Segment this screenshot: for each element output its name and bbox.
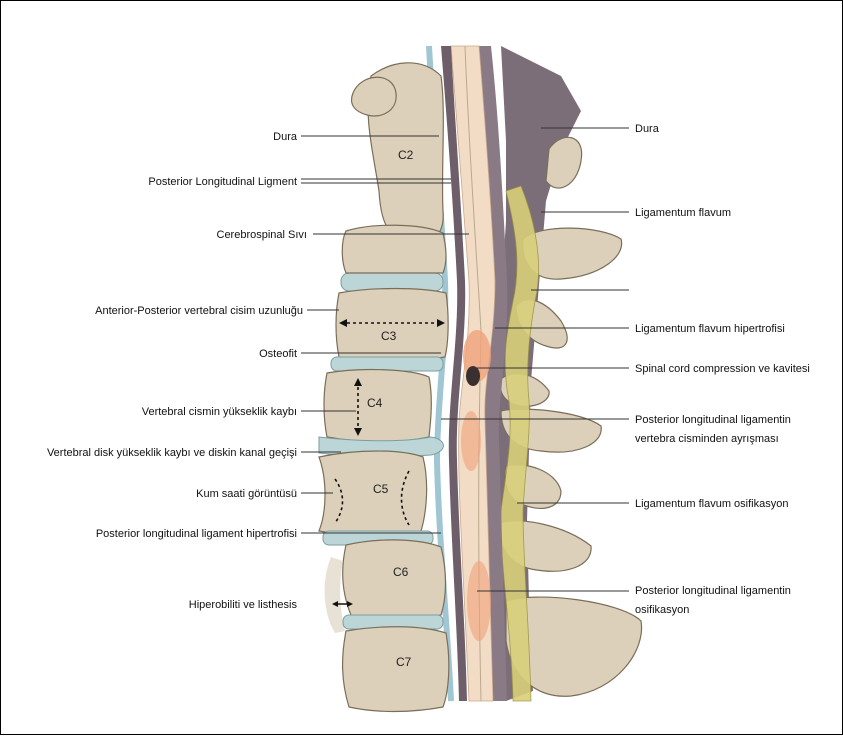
label-lig-flavum-oss: Ligamentum flavum osifikasyon: [635, 498, 788, 510]
vertebral-column: [319, 63, 449, 712]
label-pll-oss-1: Posterior longitudinal ligamentin: [635, 585, 791, 597]
label-pll-hypertrophy: Posterior longitudinal ligament hipertro…: [96, 528, 297, 540]
label-pll-separation-1: Posterior longitudinal ligamentin: [635, 414, 791, 426]
label-height-loss: Vertebral cismin yükseklik kaybı: [142, 406, 297, 418]
vertebra-label-c7: C7: [396, 655, 412, 669]
compression-zone-2: [461, 411, 481, 471]
label-osteophyte: Osteofit: [259, 348, 297, 360]
vertebra-label-c6: C6: [393, 565, 409, 579]
osteophyte-shadow: [325, 557, 345, 633]
labels-right: Dura Ligamentum flavum Ligamentum flavum…: [635, 123, 810, 616]
cord-cavity: [466, 366, 480, 386]
c2-anterior-arch: [352, 77, 397, 116]
label-dura-left: Dura: [273, 131, 298, 143]
label-hypermobility: Hiperobiliti ve listhesis: [189, 599, 298, 611]
label-lig-flavum-hyp: Ligamentum flavum hipertrofisi: [635, 323, 785, 335]
vertebra-label-c5: C5: [373, 482, 389, 496]
label-csf: Cerebrospinal Sıvı: [217, 229, 308, 241]
vertebra-c2-lower: [342, 225, 446, 273]
vertebra-label-c3: C3: [381, 329, 397, 343]
label-pll: Posterior Longitudinal Ligment: [148, 176, 297, 188]
disc-c3-c4: [331, 357, 443, 371]
vertebra-c6: [343, 540, 446, 620]
vertebra-c3: [336, 289, 448, 362]
label-pll-oss-2: osifikasyon: [635, 604, 689, 616]
compression-zone-3: [467, 561, 491, 641]
label-hourglass: Kum saati görüntüsü: [196, 488, 297, 500]
vertebra-c7: [343, 627, 449, 712]
label-dura-right: Dura: [635, 123, 660, 135]
label-cord-compression: Spinal cord compression ve kavitesi: [635, 363, 810, 375]
vertebra-label-c2: C2: [398, 148, 414, 162]
label-lig-flavum: Ligamentum flavum: [635, 207, 731, 219]
label-ap-length: Anterior-Posterior vertebral cisim uzunl…: [95, 305, 303, 317]
labels-left: Dura Posterior Longitudinal Ligment Cere…: [47, 131, 307, 611]
label-disc-loss: Vertebral disk yükseklik kaybı ve diskin…: [47, 447, 297, 459]
label-pll-separation-2: vertebra cisminden ayrışması: [635, 433, 779, 445]
vertebra-label-c4: C4: [367, 396, 383, 410]
